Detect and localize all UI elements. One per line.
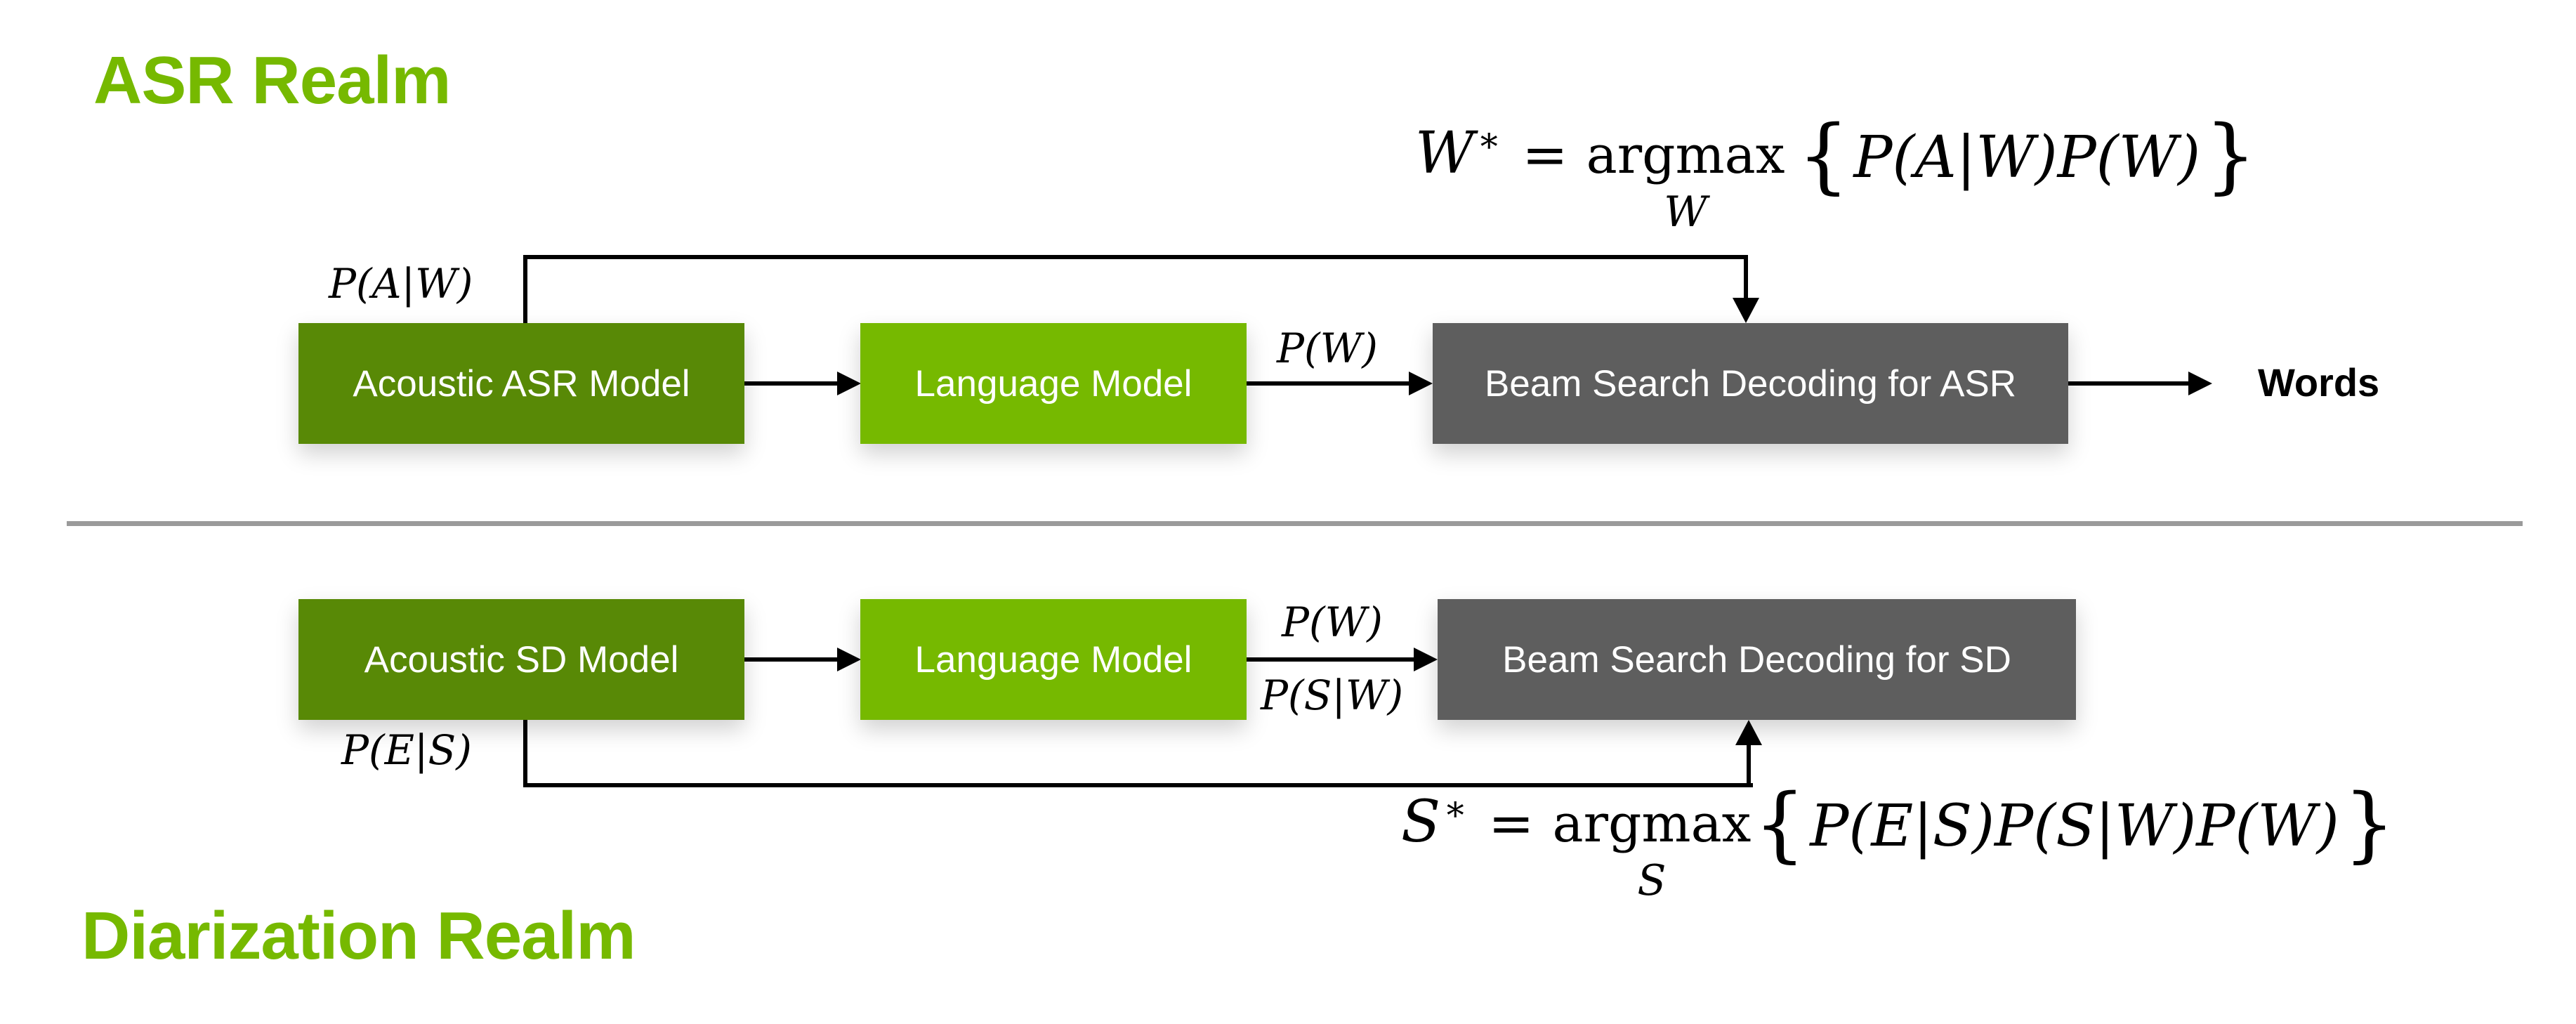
sd-arrowhead-to-beam-icon [1414, 648, 1438, 671]
acoustic-sd-model-box: Acoustic SD Model [298, 599, 744, 720]
asr-language-model-box: Language Model [860, 323, 1247, 444]
words-output-label: Words [2258, 360, 2380, 405]
acoustic-asr-model-label: Acoustic ASR Model [353, 362, 690, 405]
asr-arrowhead-to-beam-icon [1409, 372, 1433, 395]
formula-left-brace: { [1797, 108, 1850, 203]
asr-arrow-acoustic-to-lm [744, 381, 839, 386]
sd-arrow-acoustic-to-lm [744, 657, 839, 662]
sd-language-model-label: Language Model [914, 638, 1192, 681]
sd-p-s-given-w-label: P(S|W) [1261, 671, 1404, 719]
formula-right-brace: } [2343, 777, 2396, 872]
sd-arrowhead-to-lm-icon [837, 648, 861, 671]
beam-search-asr-box: Beam Search Decoding for ASR [1433, 323, 2068, 444]
beam-search-sd-label: Beam Search Decoding for SD [1502, 638, 2011, 681]
asr-p-w-label: P(W) [1277, 324, 1378, 372]
asr-language-model-label: Language Model [914, 362, 1192, 405]
realm-divider [67, 521, 2523, 526]
formula-left-brace: { [1754, 777, 1806, 872]
sd-feedback-line-down [523, 720, 527, 787]
p-e-given-s-label: P(E|S) [341, 726, 472, 774]
asr-arrow-beam-to-words [2068, 381, 2190, 386]
p-a-given-w-label: P(A|W) [329, 260, 473, 308]
formula-subscript: S [1637, 856, 1667, 905]
diarization-realm-title: Diarization Realm [81, 898, 636, 973]
acoustic-sd-model-label: Acoustic SD Model [364, 638, 679, 681]
sd-language-model-box: Language Model [860, 599, 1247, 720]
beam-search-asr-label: Beam Search Decoding for ASR [1484, 362, 2017, 405]
asr-feedback-line-up [523, 255, 527, 323]
asr-argmax-formula: W ∗ = argmax W { P(A|W)P(W) } [1415, 115, 2256, 234]
formula-argmax-stack: argmax W [1586, 129, 1785, 233]
formula-expression: P(E|S)P(S|W)P(W) [1810, 793, 2339, 860]
asr-arrowhead-to-words-icon [2188, 372, 2212, 395]
asr-arrowhead-to-lm-icon [837, 372, 861, 395]
acoustic-asr-model-box: Acoustic ASR Model [298, 323, 744, 444]
formula-expression: P(A|W)P(W) [1853, 124, 2201, 191]
formula-argmax: argmax [1586, 125, 1785, 185]
beam-search-sd-box: Beam Search Decoding for SD [1438, 599, 2076, 720]
formula-star: ∗ [1443, 788, 1468, 829]
formula-variable: S [1401, 789, 1441, 855]
asr-arrow-lm-to-beam [1247, 381, 1410, 386]
formula-argmax: argmax [1552, 794, 1752, 854]
sd-feedback-arrowhead-icon [1735, 720, 1762, 745]
sd-feedback-line-up [1747, 744, 1751, 787]
sd-arrow-lm-to-beam [1247, 657, 1415, 662]
asr-feedback-arrowhead-icon [1733, 298, 1759, 323]
sd-feedback-line-across [523, 783, 1753, 787]
formula-equals: = [1488, 792, 1535, 855]
formula-right-brace: } [2204, 108, 2256, 203]
formula-argmax-stack: argmax S [1553, 798, 1752, 902]
sd-argmax-formula: S ∗ = argmax S { P(E|S)P(S|W)P(W) } [1401, 784, 2396, 902]
asr-feedback-line-across [523, 255, 1748, 259]
formula-equals: = [1522, 124, 1568, 187]
formula-star: ∗ [1477, 119, 1501, 160]
asr-realm-title: ASR Realm [93, 43, 451, 118]
formula-variable: W [1415, 120, 1475, 187]
sd-p-w-label: P(W) [1282, 598, 1383, 646]
formula-subscript: W [1664, 188, 1707, 237]
asr-feedback-line-down [1744, 255, 1748, 299]
